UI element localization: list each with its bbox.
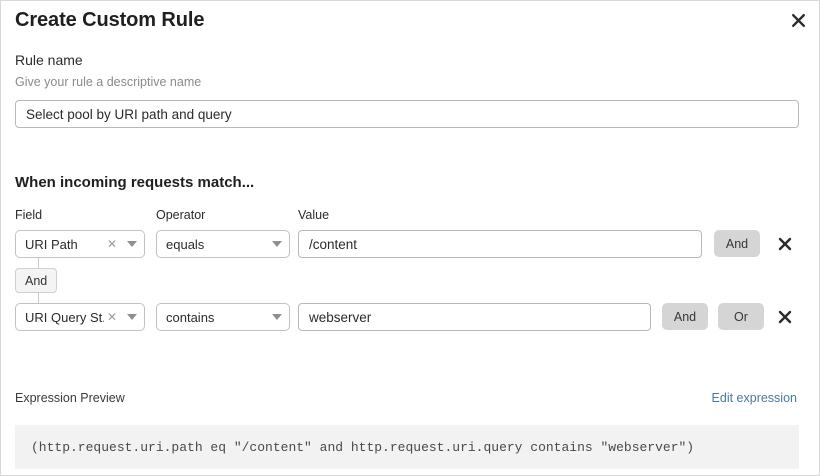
column-header-operator: Operator	[156, 208, 206, 222]
expression-preview-box: (http.request.uri.path eq "/content" and…	[15, 425, 799, 469]
clear-icon[interactable]: ✕	[106, 310, 118, 324]
close-icon[interactable]	[785, 7, 811, 33]
field-select[interactable]: URI Query St... ✕	[15, 303, 145, 331]
or-button[interactable]: Or	[718, 303, 764, 330]
operator-select[interactable]: contains	[156, 303, 290, 331]
group-connector-and-badge[interactable]: And	[15, 268, 58, 293]
field-select-value: URI Query St...	[25, 309, 104, 325]
expression-preview-text: (http.request.uri.path eq "/content" and…	[31, 439, 695, 455]
connector-line-top	[38, 258, 39, 269]
column-header-value: Value	[298, 208, 330, 222]
column-header-field: Field	[15, 208, 43, 222]
value-input[interactable]	[298, 303, 651, 331]
operator-select-value: equals	[166, 236, 205, 252]
rule-name-input[interactable]	[15, 100, 799, 128]
field-select[interactable]: URI Path ✕	[15, 230, 145, 258]
value-input[interactable]	[298, 230, 702, 258]
and-button[interactable]: And	[662, 303, 708, 330]
chevron-down-icon[interactable]	[265, 241, 289, 247]
delete-icon[interactable]	[774, 303, 796, 331]
condition-row: URI Path ✕ equals And	[1, 230, 819, 258]
delete-icon[interactable]	[774, 230, 796, 258]
operator-select-value: contains	[166, 309, 215, 325]
clear-icon[interactable]: ✕	[106, 237, 118, 251]
operator-select[interactable]: equals	[156, 230, 290, 258]
field-select-value: URI Path	[25, 236, 78, 252]
chevron-down-icon[interactable]	[120, 241, 144, 247]
chevron-down-icon[interactable]	[120, 314, 144, 320]
rule-name-label: Rule name	[15, 52, 83, 68]
edit-expression-link[interactable]: Edit expression	[711, 391, 797, 405]
rule-name-description: Give your rule a descriptive name	[15, 75, 202, 89]
connector-line-bottom	[38, 292, 39, 303]
expression-preview-label: Expression Preview	[15, 391, 125, 405]
conditions-heading: When incoming requests match...	[15, 174, 255, 191]
chevron-down-icon[interactable]	[265, 314, 289, 320]
and-button[interactable]: And	[714, 230, 760, 257]
dialog-title: Create Custom Rule	[15, 9, 205, 31]
condition-row: URI Query St... ✕ contains And Or	[1, 303, 819, 331]
